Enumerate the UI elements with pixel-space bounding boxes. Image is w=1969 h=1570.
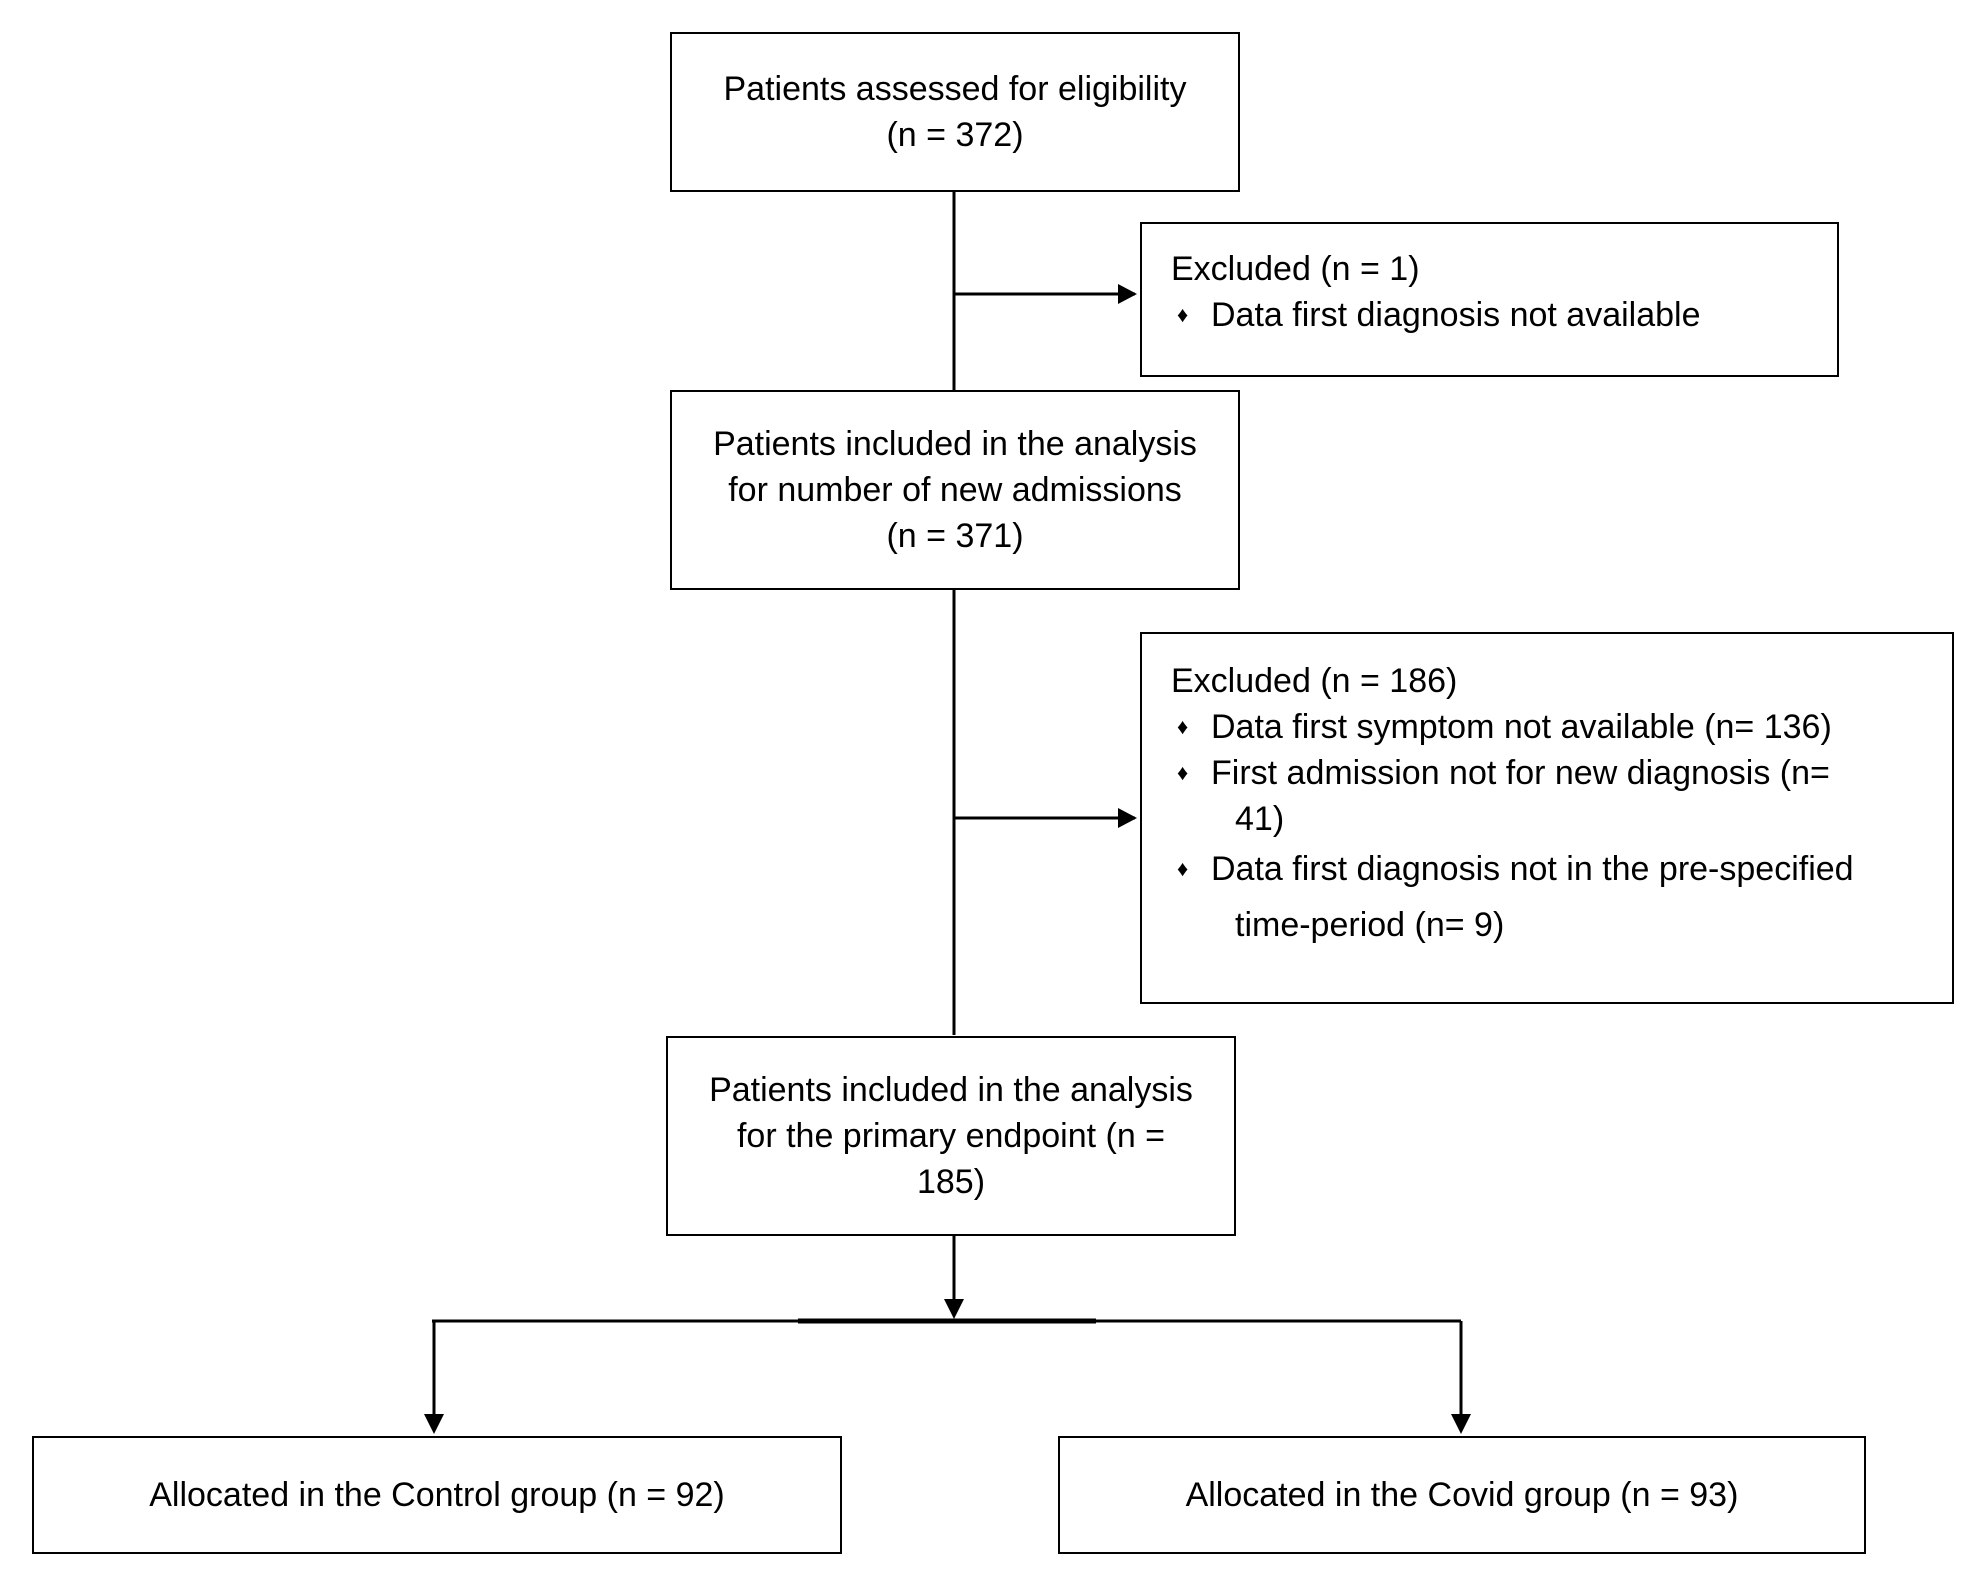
box-admissions-line2: for number of new admissions (728, 471, 1182, 509)
box-excluded-1: Excluded (n = 1) ♦ Data first diagnosis … (1140, 222, 1839, 377)
box-assessed-line2: (n = 372) (886, 116, 1024, 154)
excluded-2-item-1-text: Data first symptom not available (n= 136… (1211, 708, 1832, 746)
excluded-2-item-2-text: First admission not for new diagnosis (n… (1211, 754, 1830, 792)
box-admissions-line1: Patients included in the analysis (713, 425, 1197, 463)
excluded-2-item-3-text: Data first diagnosis not in the pre-spec… (1211, 850, 1854, 888)
arrowhead-control (424, 1414, 444, 1434)
diamond-bullet-icon: ♦ (1177, 714, 1189, 739)
diamond-bullet-icon: ♦ (1177, 760, 1189, 785)
box-included-primary-endpoint: Patients included in the analysis for th… (666, 1036, 1236, 1236)
box-primary-line2: for the primary endpoint (n = (736, 1117, 1166, 1155)
box-control-group: Allocated in the Control group (n = 92) (32, 1436, 842, 1554)
excluded-1-item-text: Data first diagnosis not available (1211, 296, 1701, 334)
diamond-bullet-icon: ♦ (1177, 302, 1189, 327)
arrowhead-excluded-2 (1118, 808, 1137, 828)
excluded-2-item-3-cont: time-period (n= 9) (1235, 906, 1505, 944)
excluded-1-heading: Excluded (n = 1) (1171, 250, 1420, 288)
box-excluded-2: Excluded (n = 186) ♦ Data first symptom … (1140, 632, 1954, 1004)
box-included-admissions: Patients included in the analysis for nu… (670, 390, 1240, 590)
excluded-1-item: ♦ Data first diagnosis not available (1171, 292, 1837, 338)
box-assessed-for-eligibility: Patients assessed for eligibility (n = 3… (670, 32, 1240, 192)
arrowhead-split (944, 1299, 964, 1319)
box-primary-line1: Patients included in the analysis (709, 1071, 1193, 1109)
box-covid-line1: Allocated in the Covid group (n = 93) (1185, 1476, 1739, 1514)
arrowhead-excluded-1 (1118, 284, 1137, 304)
excluded-2-heading: Excluded (n = 186) (1171, 662, 1458, 700)
box-primary-line3: 185) (916, 1163, 986, 1201)
box-assessed-line1: Patients assessed for eligibility (723, 70, 1187, 108)
excluded-2-item-2: ♦ First admission not for new diagnosis … (1171, 750, 1952, 796)
arrowhead-covid (1451, 1414, 1471, 1434)
box-admissions-line3: (n = 371) (886, 517, 1024, 555)
box-covid-group: Allocated in the Covid group (n = 93) (1058, 1436, 1866, 1554)
box-control-line1: Allocated in the Control group (n = 92) (149, 1476, 725, 1514)
diamond-bullet-icon: ♦ (1177, 856, 1189, 881)
excluded-2-item-3: ♦ Data first diagnosis not in the pre-sp… (1171, 846, 1952, 892)
excluded-2-item-2-cont: 41) (1235, 800, 1285, 838)
excluded-2-item-1: ♦ Data first symptom not available (n= 1… (1171, 704, 1952, 750)
